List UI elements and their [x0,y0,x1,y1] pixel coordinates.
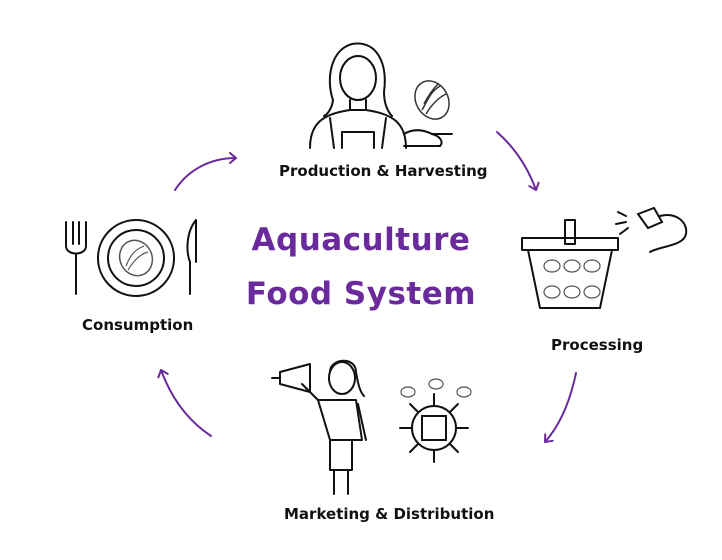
arrow-production-to-processing [496,131,540,191]
distribution-box-icon [399,378,472,463]
arrow-processing-to-marketing [544,372,577,443]
plate-icon [97,219,175,297]
basket-icon [521,219,619,309]
arrow-consumption-to-production [174,152,237,191]
diagram-title-line1: Aquaculture [251,222,471,258]
farmer-icon [309,42,407,149]
open-hand-icon [403,129,453,147]
oyster-icon [414,80,450,120]
spray-nozzle-icon [615,206,688,253]
oyster-cluster [543,259,601,299]
diagram-title-line2: Food System [245,276,477,312]
stage-label-processing: Processing [551,336,644,354]
megaphone-woman-icon [271,359,367,495]
knife-icon [186,219,197,295]
stage-label-marketing: Marketing & Distribution [284,505,495,523]
stage-label-consumption: Consumption [82,316,194,334]
fork-icon [65,221,87,295]
stage-label-production: Production & Harvesting [279,162,488,180]
arrow-marketing-to-consumption [157,369,212,437]
